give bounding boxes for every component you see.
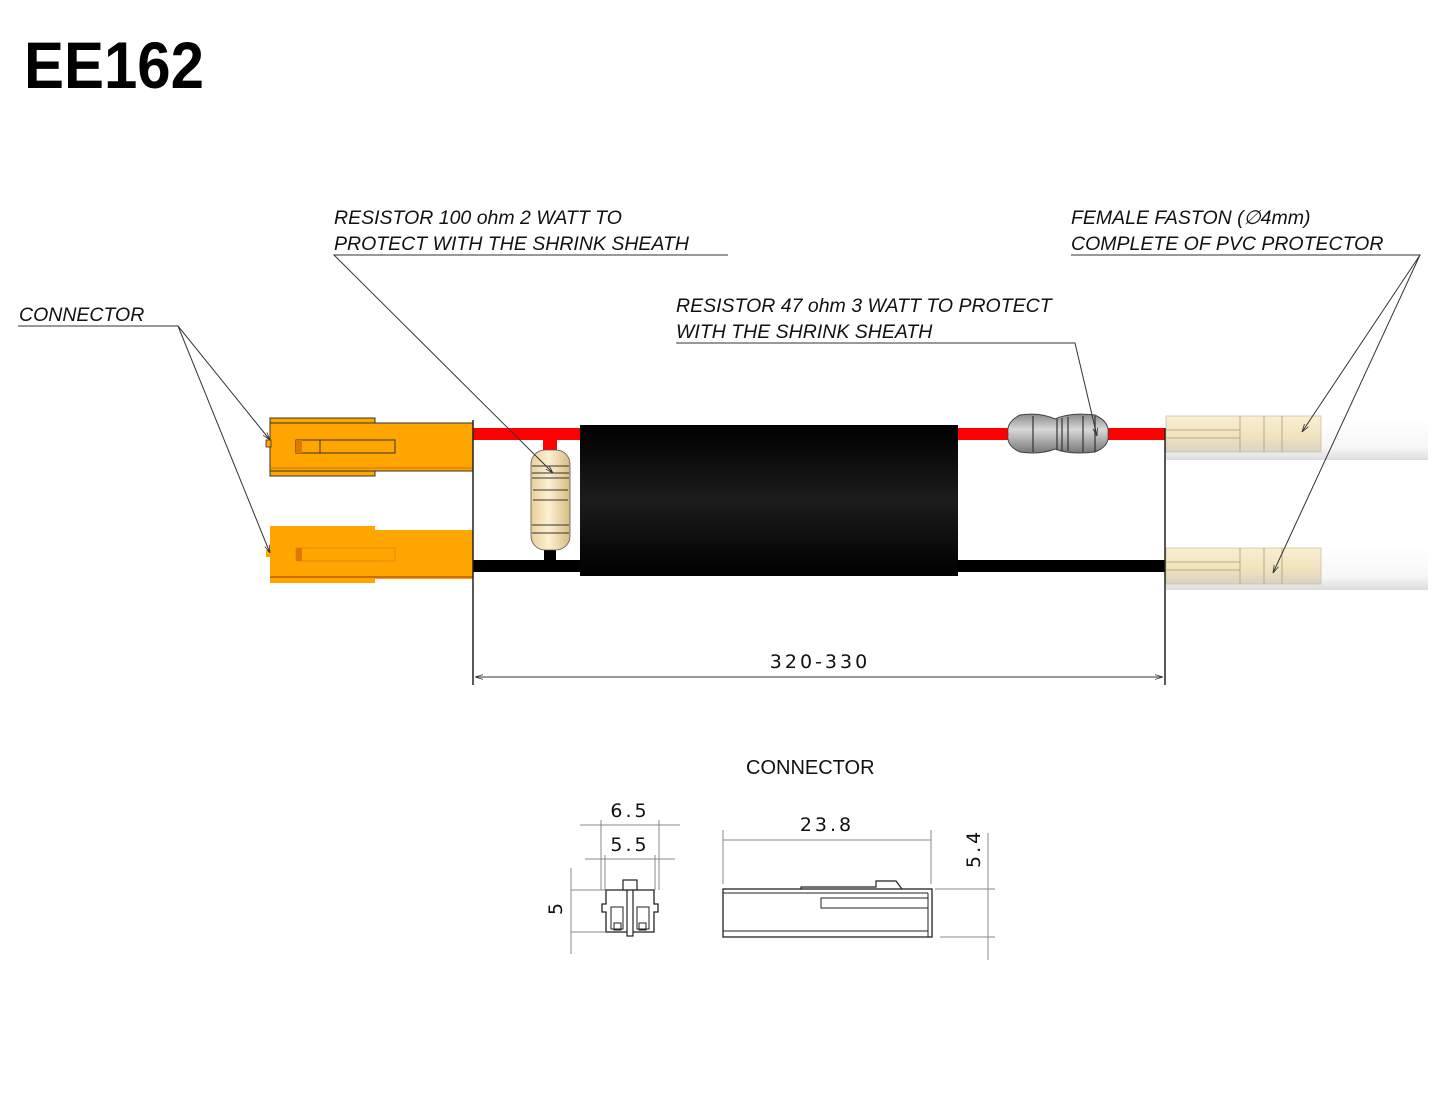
resistor-100-leader: [332, 254, 728, 473]
connector-side-view: [722, 830, 995, 960]
faston-lower: [1165, 545, 1428, 590]
faston-leader-lower: [1273, 254, 1421, 573]
connector-lower: [266, 526, 473, 583]
resistor-47-ohm: [1007, 413, 1109, 454]
resistor-47-label-line1: RESISTOR 47 ohm 3 WATT TO PROTECT: [676, 295, 1054, 317]
product-code-title: EE162: [24, 28, 204, 102]
connector-leader-upper: [18, 325, 270, 440]
resistor-100-label-line1: RESISTOR 100 ohm 2 WATT TO: [334, 207, 622, 229]
black-wire-left: [473, 560, 583, 572]
faston-label-line1: FEMALE FASTON (∅4mm): [1071, 207, 1310, 229]
black-wire-right: [955, 560, 1165, 572]
width-outer-value: 6.5: [610, 800, 649, 822]
width-inner-value: 5.5: [610, 834, 649, 856]
cable-length-value: 320-330: [770, 651, 870, 673]
connector-label: CONNECTOR: [19, 304, 144, 326]
connector-upper: [265, 417, 474, 477]
shrink-sheath: [580, 425, 958, 576]
faston-leader-upper: [1071, 254, 1421, 432]
connector-front-view: [570, 820, 680, 954]
connector-leader-lower: [177, 325, 270, 553]
faston-label-line2: COMPLETE OF PVC PROTECTOR: [1071, 233, 1383, 255]
faston-upper: [1165, 415, 1428, 460]
length-dimension: [472, 420, 1166, 685]
connector-detail-title: CONNECTOR: [746, 757, 875, 779]
resistor-47-label-line2: WITH THE SHRINK SHEATH: [676, 321, 933, 343]
resistor-100-label-line2: PROTECT WITH THE SHRINK SHEATH: [334, 233, 690, 255]
height-side-value: 5.4: [963, 829, 985, 868]
length-value: 23.8: [800, 814, 854, 836]
red-wire-left: [473, 428, 583, 440]
resistor-47-leader: [676, 342, 1097, 436]
height-front-value: 5: [545, 900, 567, 915]
